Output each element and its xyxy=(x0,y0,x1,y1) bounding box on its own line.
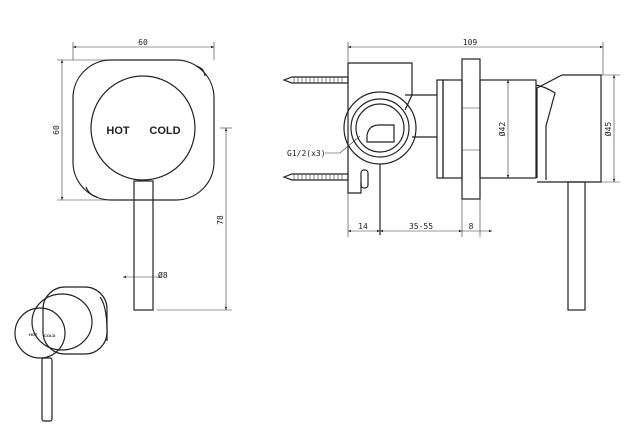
body-diameter-text: Ø42 xyxy=(497,122,507,137)
wall-range-dim-text: 35-55 xyxy=(409,222,433,231)
iso-cold-label: COLD xyxy=(44,333,55,338)
thread-leader xyxy=(325,135,361,154)
iso-handle-disc xyxy=(14,307,66,359)
screws xyxy=(282,76,349,181)
total-depth-text: 109 xyxy=(463,38,478,47)
cold-label: COLD xyxy=(149,125,180,137)
handle-disc xyxy=(90,75,196,181)
plate-tab xyxy=(195,65,206,77)
iso-view: HOT COLD xyxy=(14,286,108,422)
handle xyxy=(536,74,602,183)
thread-label: G1/2(x3) xyxy=(287,149,326,158)
height-dim-text: 60 xyxy=(52,125,61,135)
bracket-dim-text: 14 xyxy=(358,222,368,231)
side-view: 109 Ø42 Ø45 14 35-55 8 G1/2(x3) xyxy=(282,38,620,311)
side-lever xyxy=(567,181,586,311)
plate-tab xyxy=(85,186,98,198)
flange-dim-text: 8 xyxy=(469,222,474,231)
lever xyxy=(133,180,154,311)
lever-diameter-dim-text: Ø8 xyxy=(158,270,168,280)
front-view: HOT COLD 60 60 78 Ø8 xyxy=(52,38,232,311)
lever-length-dim-text: 78 xyxy=(216,215,225,225)
handle-diameter-text: Ø45 xyxy=(603,122,613,137)
wall-bracket xyxy=(347,62,413,194)
iso-lever xyxy=(41,357,53,422)
iso-hot-label: HOT xyxy=(29,332,38,337)
inlet-pipe xyxy=(405,94,437,138)
flange xyxy=(461,58,481,200)
valve-body xyxy=(442,79,463,179)
cover-plate xyxy=(72,59,215,201)
width-dim-text: 60 xyxy=(138,38,148,47)
inlet-ring xyxy=(343,91,417,165)
hot-label: HOT xyxy=(106,125,130,137)
